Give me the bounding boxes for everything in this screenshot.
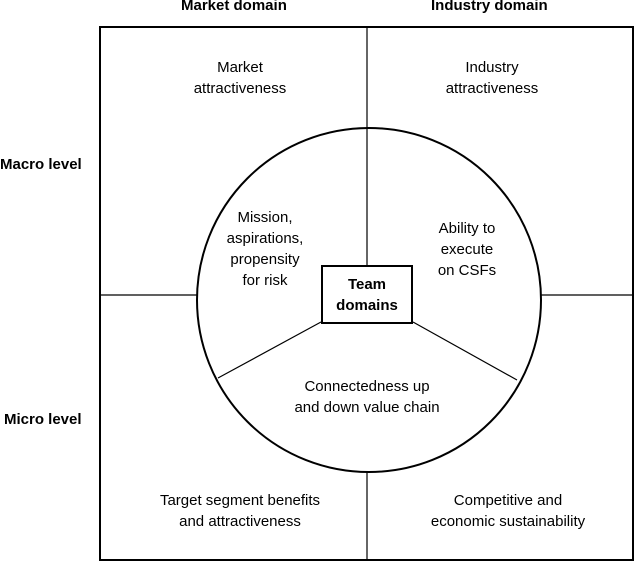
- target-segment-label: Target segment benefits and attractivene…: [159, 492, 321, 530]
- circle-spoke-right: [412, 321, 518, 381]
- macro-level-label: Macro level: [0, 156, 82, 173]
- ability-to-execute-label: Ability to execute on CSFs: [437, 220, 497, 279]
- mission-aspirations-label: Mission, aspirations, propensity for ris…: [226, 209, 304, 289]
- connectedness-label: Connectedness up and down value chain: [294, 378, 440, 416]
- micro-level-label: Micro level: [4, 411, 82, 428]
- industry-attractiveness-label: Industry attractiveness: [445, 59, 539, 97]
- team-domains-label: Team domains: [336, 275, 398, 314]
- team-domains-box: Team domains: [321, 265, 413, 324]
- competitive-sustainability-label: Competitive and economic sustainability: [430, 492, 586, 530]
- industry-domain-header: Industry domain: [431, 0, 548, 14]
- market-attractiveness-label: Market attractiveness: [193, 59, 287, 97]
- circle-spoke-left: [217, 321, 322, 379]
- market-domain-header: Market domain: [181, 0, 287, 14]
